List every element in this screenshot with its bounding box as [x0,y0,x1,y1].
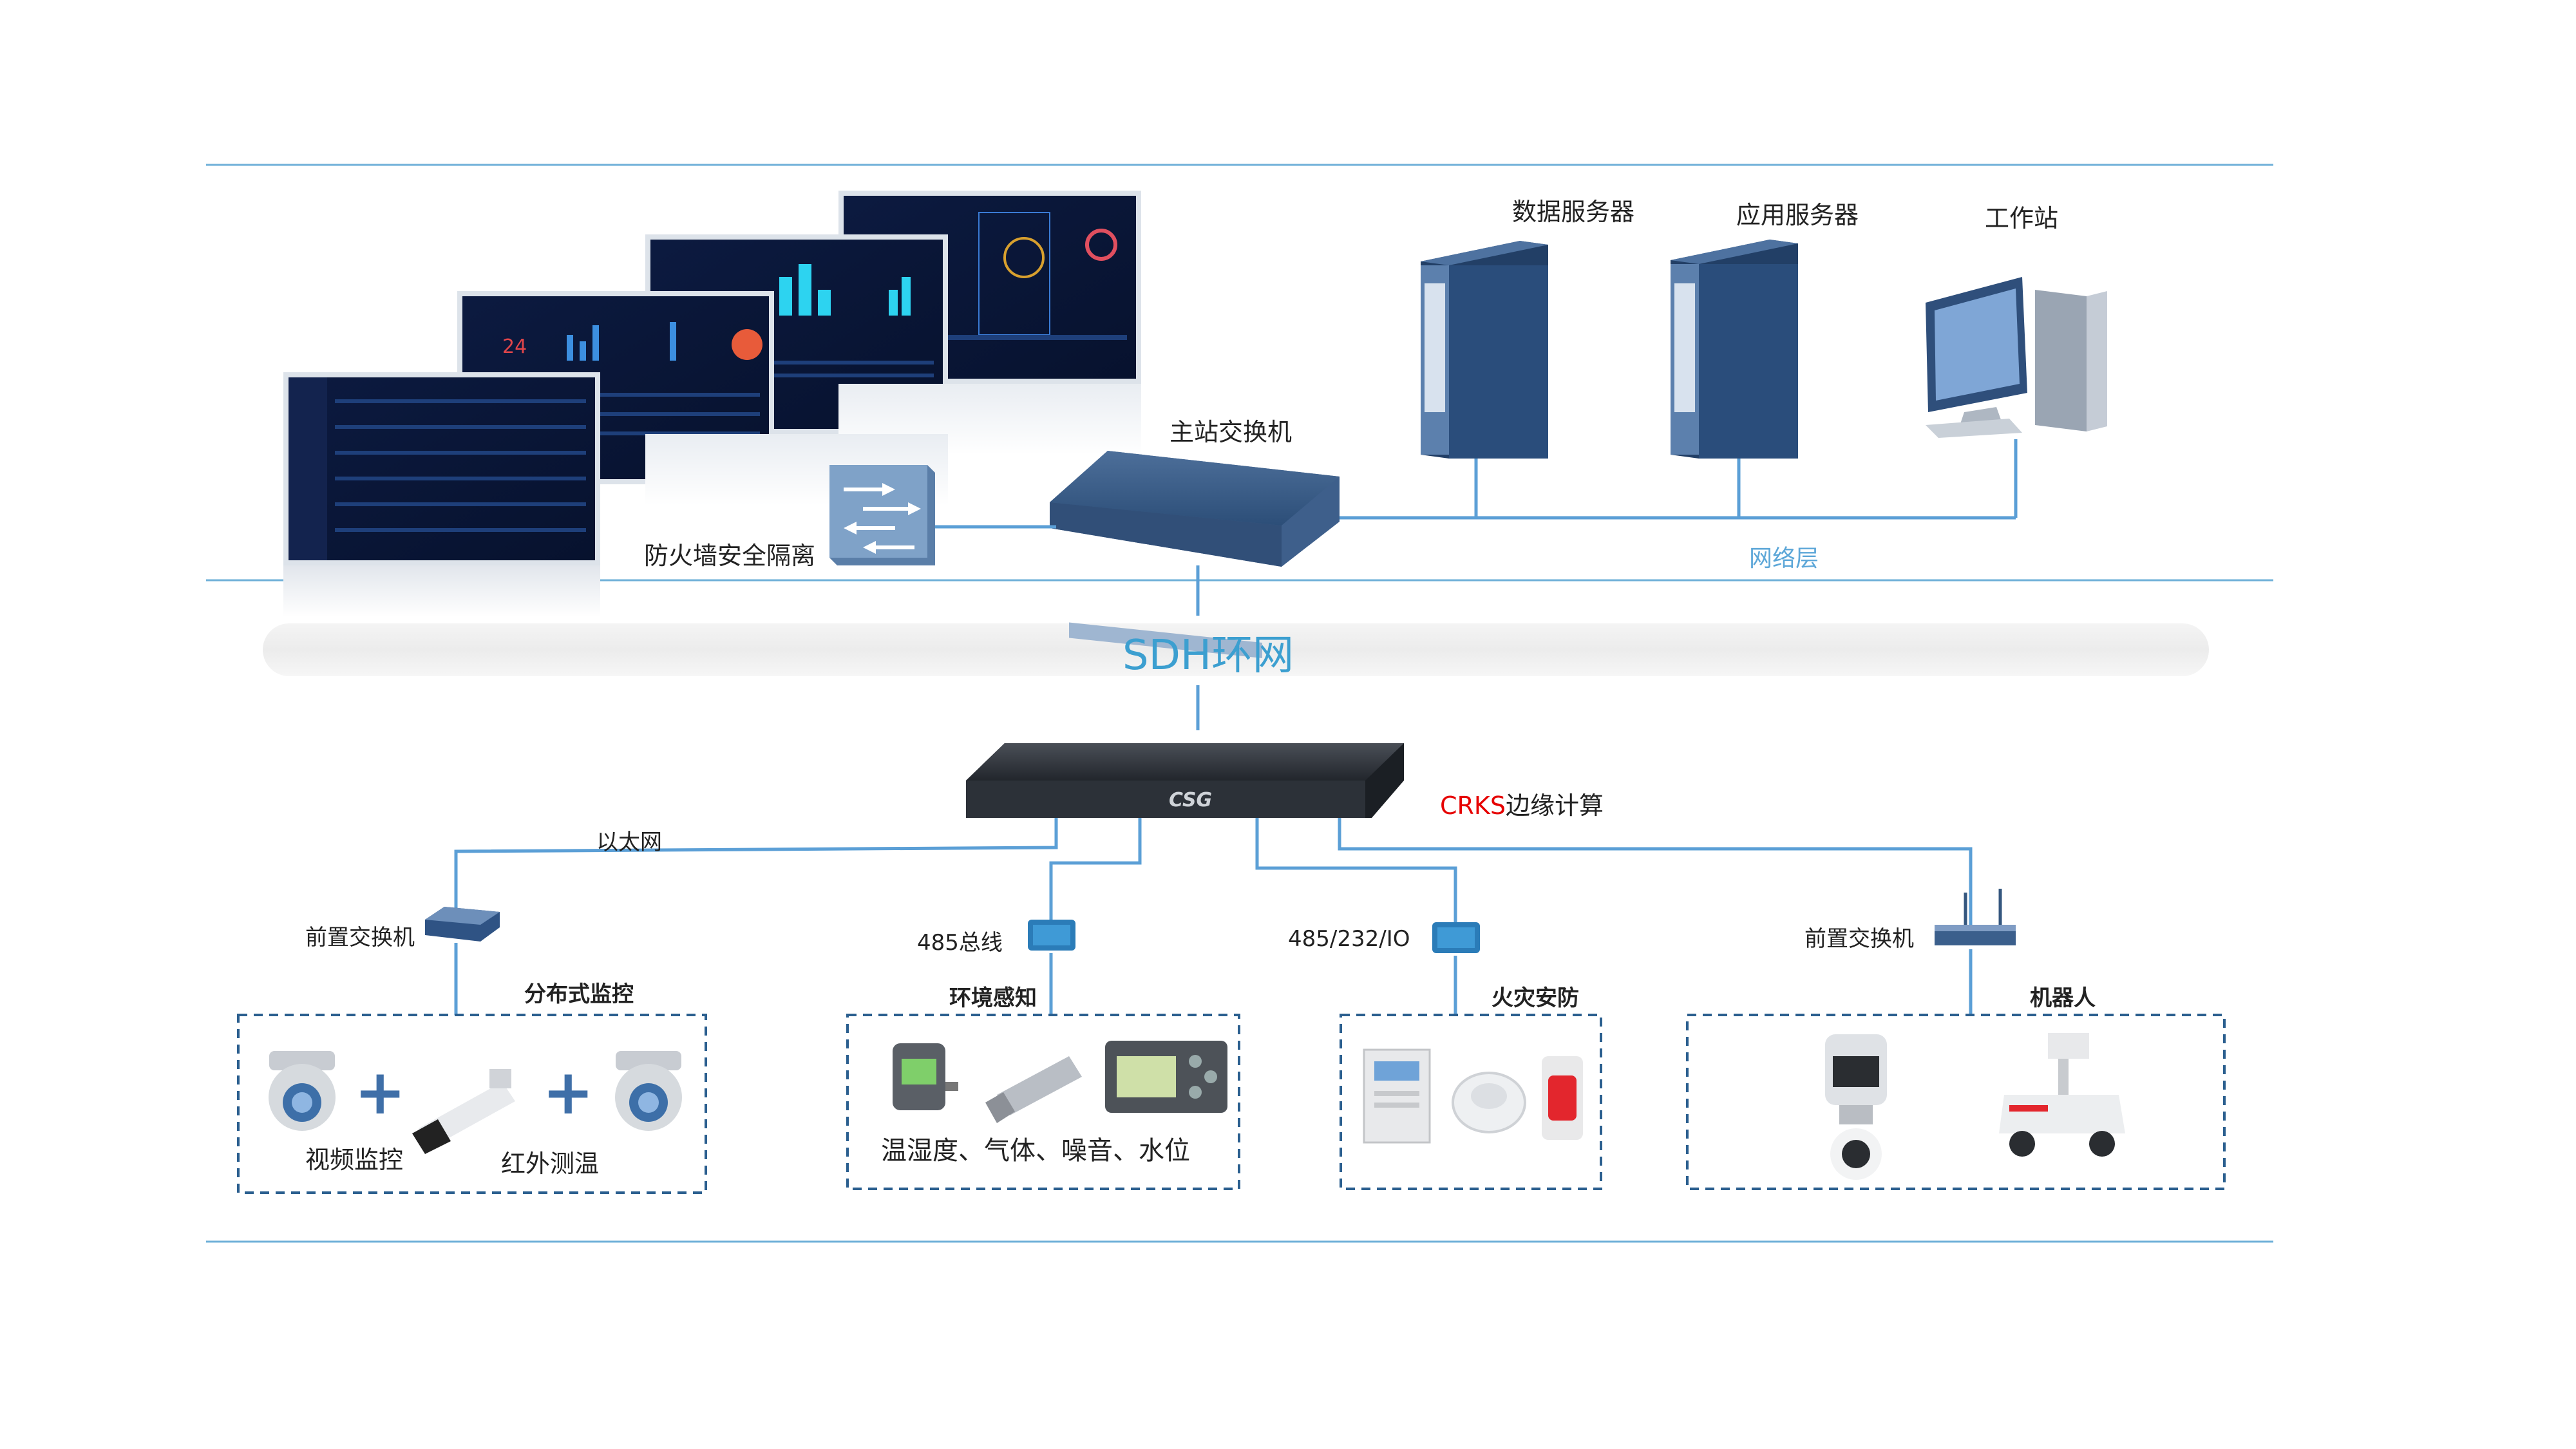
water-level-meter-icon [1105,1041,1227,1113]
gas-sensor-icon [985,1056,1082,1123]
app-server-device [1671,240,1798,459]
plus-sign-2: + [542,1056,594,1128]
bus-converter-485 [1028,920,1075,951]
robot-title: 机器人 [2030,985,2096,1011]
rail-robot-icon [1825,1034,1887,1180]
data-server-label: 数据服务器 [1512,198,1635,226]
front-switch-left-device [425,907,500,942]
bus-485-232-label: 485/232/IO [1288,926,1410,952]
smoke-detector-icon [1452,1072,1526,1133]
front-switch-right-label: 前置交换机 [1804,926,1914,952]
bus-converter-485-232 [1432,922,1480,953]
plus-sign-1: + [354,1056,406,1128]
bullet-camera-icon [412,1069,515,1154]
front-switch-right-device [1935,889,2016,945]
monitor-screens: 24 [283,191,1141,617]
box-env-sensing [846,1014,1240,1190]
edge-suffix: 边缘计算 [1505,791,1604,820]
ethernet-label: 以太网 [596,829,662,855]
dome-camera-right-icon [615,1051,682,1131]
fire-alarm-panel-icon [1363,1048,1431,1144]
group-boxes [237,1014,2226,1194]
edge-computing-label: CRKS边缘计算 [1440,786,1604,821]
workstation-label: 工作站 [1985,204,2059,232]
box-robot [1686,1014,2226,1190]
app-server-label: 应用服务器 [1736,201,1859,229]
bus-485-label: 485总线 [917,930,1003,956]
box-distributed-monitor [237,1014,707,1194]
env-items-label: 温湿度、气体、噪音、水位 [881,1136,1190,1166]
humidity-sensor-icon [893,1043,958,1110]
network-lines-top [935,439,2018,730]
main-switch-device [1050,451,1340,659]
csg-logo: CSG [1169,789,1212,811]
data-server-device [1421,241,1548,459]
network-layer-label: 网络层 [1749,545,1819,572]
infrared-temp-label: 红外测温 [501,1150,600,1178]
edge-prefix: CRKS [1440,791,1506,820]
video-monitor-label: 视频监控 [305,1146,404,1174]
fire-safety-title: 火灾安防 [1492,985,1579,1011]
edge-computing-device: CSG [966,743,1404,818]
wheeled-robot-icon [1999,1033,2125,1157]
workstation-device [1926,277,2107,438]
firewall-label: 防火墙安全隔离 [644,542,816,570]
front-switch-left-label: 前置交换机 [305,925,415,951]
network-lines-bottom [454,818,1973,1015]
firewall-device [829,465,935,565]
box-fire-safety [1340,1014,1602,1190]
sdh-ring-label: SDH环网 [1122,632,1294,679]
screen-digit: 24 [502,336,527,358]
screen-1 [283,372,600,565]
alarm-light-icon [1542,1056,1583,1140]
distributed-monitor-title: 分布式监控 [524,981,634,1007]
env-sensing-title: 环境感知 [949,985,1037,1011]
main-switch-label: 主站交换机 [1170,418,1293,446]
dome-camera-left-icon [269,1051,336,1131]
